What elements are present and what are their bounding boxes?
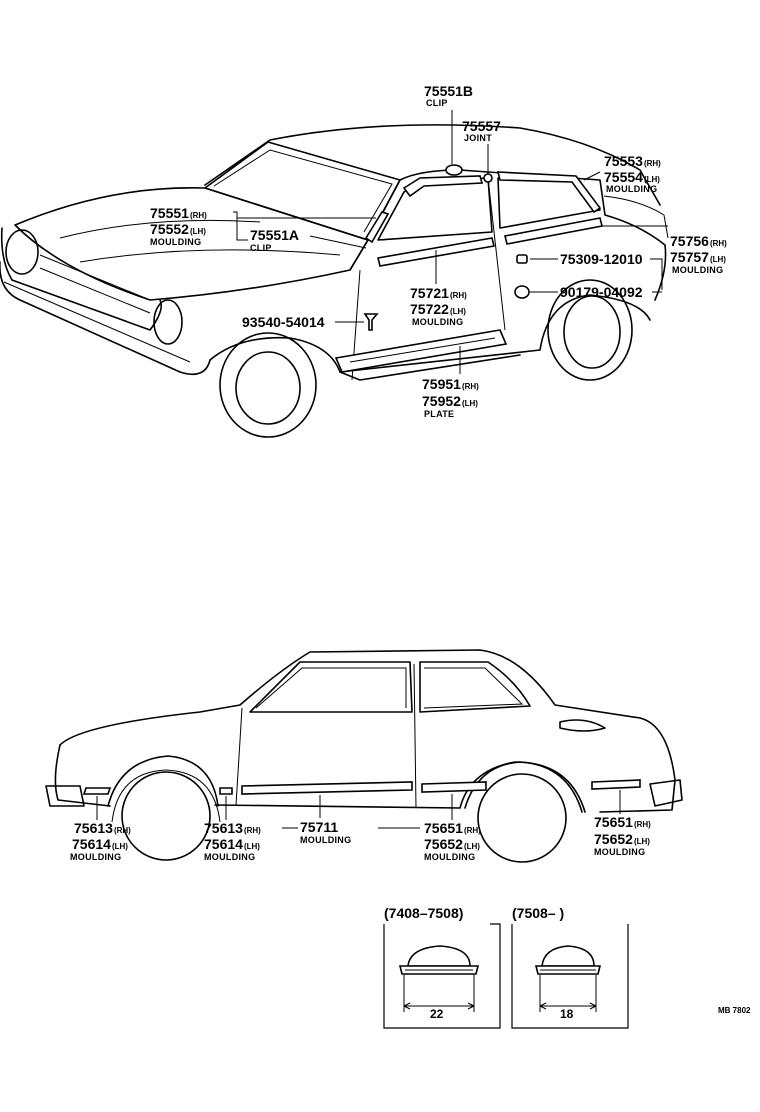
svg-text:75614(LH): 75614(LH) <box>204 836 260 852</box>
svg-text:75651(RH): 75651(RH) <box>424 820 481 836</box>
car-perspective-view <box>0 124 667 438</box>
svg-text:MOULDING: MOULDING <box>672 265 723 275</box>
callout-75951-75952: 75951(RH) 75952(LH) PLATE <box>422 346 479 419</box>
svg-text:75613(RH): 75613(RH) <box>204 820 261 836</box>
svg-text:MOULDING: MOULDING <box>424 852 475 862</box>
svg-text:MOULDING: MOULDING <box>70 852 121 862</box>
callout-75551b: 75551B CLIP <box>424 83 473 164</box>
svg-text:PLATE: PLATE <box>424 409 454 419</box>
section-7408-7508: (7408–7508) 22 <box>383 905 501 1029</box>
svg-text:93540-54014: 93540-54014 <box>242 314 325 330</box>
callout-75711: 75711 MOULDING <box>282 795 420 845</box>
svg-text:90179-04092: 90179-04092 <box>560 284 643 300</box>
callout-75613-75614-rear: 75613(RH) 75614(LH) MOULDING <box>204 796 261 862</box>
svg-text:75952(LH): 75952(LH) <box>422 393 478 409</box>
svg-text:75652(LH): 75652(LH) <box>424 836 480 852</box>
svg-text:75652(LH): 75652(LH) <box>594 831 650 847</box>
drawing-code: MB 7802 <box>718 1006 751 1015</box>
svg-text:22: 22 <box>430 1007 444 1021</box>
svg-text:75951(RH): 75951(RH) <box>422 376 479 392</box>
svg-text:75553(RH): 75553(RH) <box>604 153 661 169</box>
svg-text:JOINT: JOINT <box>464 133 492 143</box>
svg-text:CLIP: CLIP <box>250 243 272 253</box>
svg-text:75551(RH): 75551(RH) <box>150 205 207 221</box>
callout-75721-75722: 75721(RH) 75722(LH) MOULDING <box>410 250 467 327</box>
callout-75613-75614-front: 75613(RH) 75614(LH) MOULDING <box>70 796 131 862</box>
callout-75553-75554: 75553(RH) 75554(LH) MOULDING <box>583 153 661 194</box>
svg-text:MOULDING: MOULDING <box>204 852 255 862</box>
callout-75651-75652-center: 75651(RH) 75652(LH) MOULDING <box>424 794 481 862</box>
section-7508-onward: (7508– ) 18 <box>511 905 629 1029</box>
callout-75651-75652-rear: 75651(RH) 75652(LH) MOULDING <box>594 790 651 857</box>
callout-75551a: 75551A CLIP <box>250 227 367 253</box>
svg-text:75613(RH): 75613(RH) <box>74 820 131 836</box>
callout-75557: 75557 JOINT <box>462 118 501 174</box>
callout-93540-54014: 93540-54014 <box>242 314 364 330</box>
callout-75551-75552: 75551(RH) 75552(LH) MOULDING <box>150 205 376 247</box>
svg-text:75552(LH): 75552(LH) <box>150 221 206 237</box>
svg-text:75756(RH): 75756(RH) <box>670 233 727 249</box>
svg-text:(7508– ): (7508– ) <box>512 905 564 921</box>
svg-text:75309-12010: 75309-12010 <box>560 251 643 267</box>
car-side-view <box>45 649 683 863</box>
svg-text:MOULDING: MOULDING <box>300 835 351 845</box>
svg-text:75551B: 75551B <box>424 83 473 99</box>
svg-text:75557: 75557 <box>462 118 501 134</box>
svg-text:75651(RH): 75651(RH) <box>594 814 651 830</box>
svg-text:75554(LH): 75554(LH) <box>604 169 660 185</box>
callout-75756-75757: 75756(RH) 75757(LH) MOULDING <box>600 195 727 275</box>
svg-text:18: 18 <box>560 1007 574 1021</box>
svg-text:MOULDING: MOULDING <box>412 317 463 327</box>
svg-text:75711: 75711 <box>300 819 338 835</box>
callout-90179-04092: 90179-04092 <box>530 284 662 300</box>
svg-text:(7408–7508): (7408–7508) <box>384 905 463 921</box>
svg-text:MOULDING: MOULDING <box>606 184 657 194</box>
svg-text:75722(LH): 75722(LH) <box>410 301 466 317</box>
svg-text:CLIP: CLIP <box>426 98 448 108</box>
callout-75309-12010: 75309-12010 <box>530 251 663 290</box>
svg-text:MOULDING: MOULDING <box>594 847 645 857</box>
svg-text:75721(RH): 75721(RH) <box>410 285 467 301</box>
svg-text:75757(LH): 75757(LH) <box>670 249 726 265</box>
svg-text:75551A: 75551A <box>250 227 299 243</box>
svg-text:MOULDING: MOULDING <box>150 237 201 247</box>
svg-text:75614(LH): 75614(LH) <box>72 836 128 852</box>
